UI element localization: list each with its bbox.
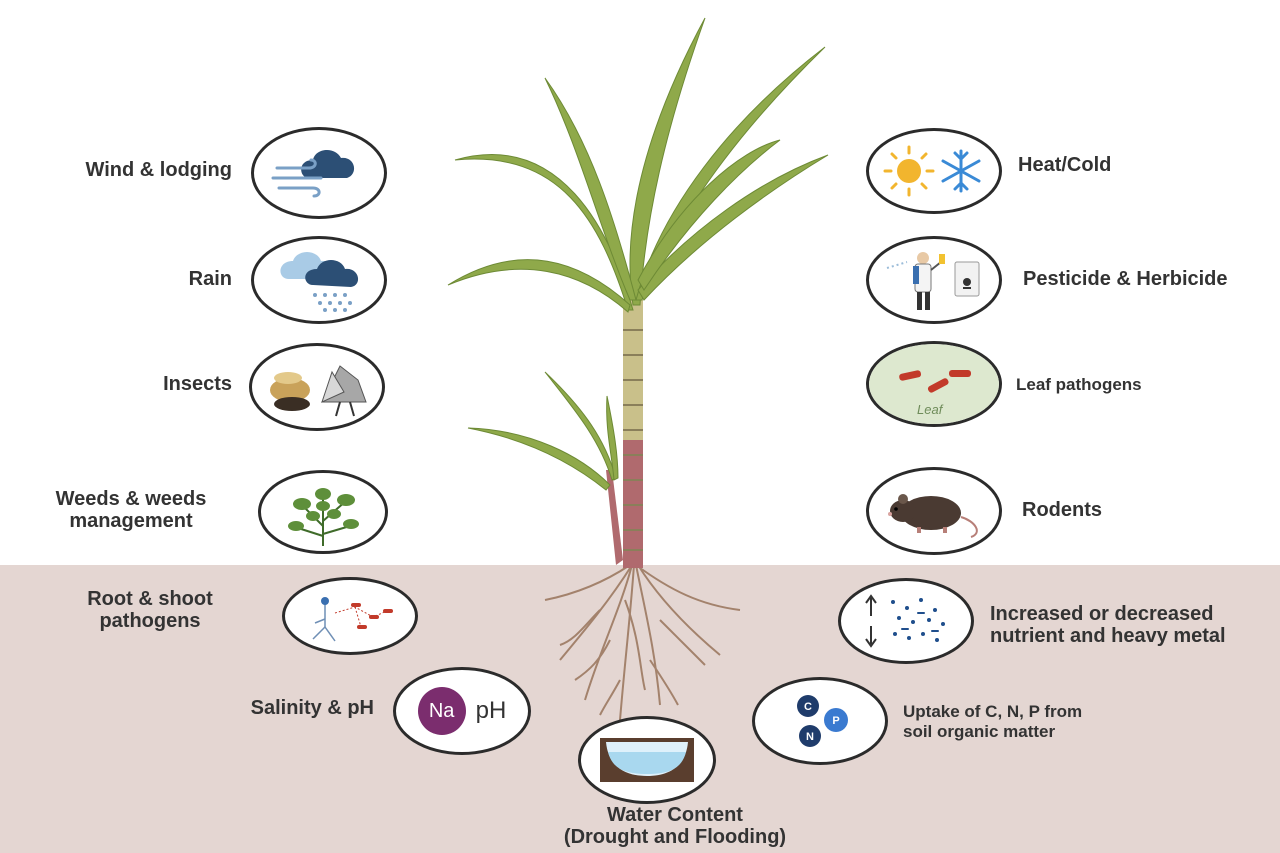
sodium-ph-icon: Na pH	[417, 687, 507, 735]
nutrient-icon-circle	[838, 578, 974, 664]
insects-icon	[270, 365, 367, 417]
heat-cold-icon-circle	[866, 128, 1002, 214]
soil-background	[0, 565, 1280, 853]
wind-cloud-icon	[271, 149, 355, 198]
insects-label: Insects	[163, 373, 232, 395]
ph-text: pH	[475, 697, 507, 724]
wind-lodging-icon-circle	[251, 127, 387, 219]
root-pathogens-label-line1: Root & shoot	[87, 588, 213, 610]
water-content-label-line1: Water Content	[607, 804, 743, 826]
cnp-uptake-label: Uptake of C, N, P from soil organic matt…	[903, 702, 1082, 742]
root-pathogen-icon	[312, 597, 393, 642]
heat-cold-label: Heat/Cold	[1018, 154, 1112, 176]
wind-lodging-label: Wind & lodging	[85, 159, 232, 181]
snowflake-icon	[941, 149, 981, 193]
leaf-pathogens-icon-circle: Leaf	[866, 341, 1002, 427]
rat-icon	[888, 494, 978, 538]
nutrient-label-line1: Increased or decreased	[990, 603, 1214, 625]
water-content-label: Water Content (Drought and Flooding)	[520, 804, 830, 848]
leaves	[447, 17, 829, 491]
root-pathogens-label: Root & shoot pathogens	[50, 588, 250, 632]
cnp-uptake-icon-circle: C P N	[752, 677, 888, 765]
pesticide-sprayer-icon	[886, 252, 980, 310]
weeds-label-line1: Weeds & weeds	[55, 488, 207, 510]
nutrient-particles-icon	[865, 594, 945, 648]
water-content-label-line2: (Drought and Flooding)	[563, 826, 787, 848]
nutrient-label: Increased or decreased nutrient and heav…	[990, 603, 1226, 647]
water-content-icon-circle	[578, 716, 716, 804]
pesticide-icon-circle	[866, 236, 1002, 324]
root-pathogens-icon-circle	[282, 577, 418, 655]
rodents-label: Rodents	[1022, 499, 1102, 521]
root-pathogens-label-line2: pathogens	[99, 610, 201, 632]
insects-icon-circle	[249, 343, 385, 431]
weeds-icon	[288, 488, 359, 546]
weeds-icon-circle	[258, 470, 388, 554]
cnp-molecules-icon: C P N	[797, 695, 848, 747]
leaf-text: Leaf	[917, 402, 943, 417]
pesticide-label: Pesticide & Herbicide	[1023, 268, 1228, 290]
rain-cloud-icon	[280, 252, 359, 312]
rodents-icon-circle	[866, 467, 1002, 555]
weeds-label: Weeds & weeds management	[26, 488, 236, 532]
sun-snowflake-icon	[883, 145, 981, 197]
rain-label: Rain	[188, 268, 232, 290]
sodium-badge: Na	[417, 687, 466, 735]
carbon-letter: C	[804, 701, 812, 713]
leaf-pathogens-label: Leaf pathogens	[1016, 375, 1142, 394]
salinity-ph-icon-circle: Na pH	[393, 667, 531, 755]
phosphorus-letter: P	[832, 715, 839, 727]
up-down-arrows	[865, 594, 877, 648]
nutrient-label-line2: nutrient and heavy metal	[990, 625, 1226, 647]
stalk	[606, 300, 643, 568]
cnp-uptake-label-line1: Uptake of C, N, P from	[903, 702, 1083, 721]
weeds-label-line2: management	[69, 510, 193, 532]
water-basin-icon	[600, 738, 694, 782]
leaf-pathogen-icon: Leaf	[869, 344, 999, 424]
sun-icon	[883, 145, 935, 197]
cnp-uptake-label-line2: soil organic matter	[903, 722, 1056, 741]
sodium-text: Na	[428, 699, 455, 722]
salinity-ph-label: Salinity & pH	[250, 697, 374, 719]
nitrogen-letter: N	[806, 731, 814, 743]
rain-icon-circle	[251, 236, 387, 324]
roots	[544, 564, 741, 721]
